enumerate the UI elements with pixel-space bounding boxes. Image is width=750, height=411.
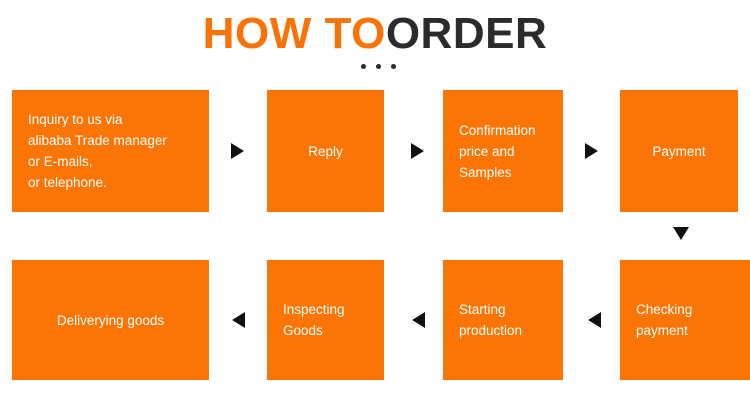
arrow-left-icon [412,312,425,328]
page-title-secondary: ORDER [385,9,548,58]
page-title-primary: HOW TO [202,9,386,58]
arrow-left-icon [232,312,245,328]
arrow-down-icon [673,227,689,240]
flow-step-reply[interactable]: Reply [267,90,384,212]
arrow-right-icon [411,143,424,159]
flow-step-label: Payment [652,143,706,159]
flow-step-inspecting[interactable]: Inspecting Goods [267,260,384,380]
arrow-right-icon [231,143,244,159]
dot-icon [375,64,381,70]
arrow-left-icon [588,312,601,328]
flow-step-label: Inspecting Goods [283,302,345,338]
flow-step-confirmation[interactable]: Confirmation price and Samples [443,90,563,212]
flow-step-payment[interactable]: Payment [620,90,738,212]
title-dots-ornament [0,58,750,76]
dot-icon [390,64,396,70]
flow-step-starting[interactable]: Starting production [443,260,563,380]
page-title: HOW TO ORDER [0,8,750,60]
flow-step-checking[interactable]: Checking payment [620,260,750,380]
arrow-right-icon [585,143,598,159]
flow-step-label: Checking payment [636,302,693,338]
flow-step-label: Starting production [459,302,523,338]
flow-step-label: Reply [308,143,343,159]
flow-step-inquiry[interactable]: Inquiry to us via alibaba Trade manager … [12,90,209,212]
flow-step-delivering[interactable]: Deliverying goods [12,260,209,380]
dot-icon [360,64,366,70]
flow-step-label: Inquiry to us via alibaba Trade manager … [28,112,167,190]
flow-step-label: Deliverying goods [56,312,165,328]
flow-step-label: Confirmation price and Samples [459,122,536,180]
